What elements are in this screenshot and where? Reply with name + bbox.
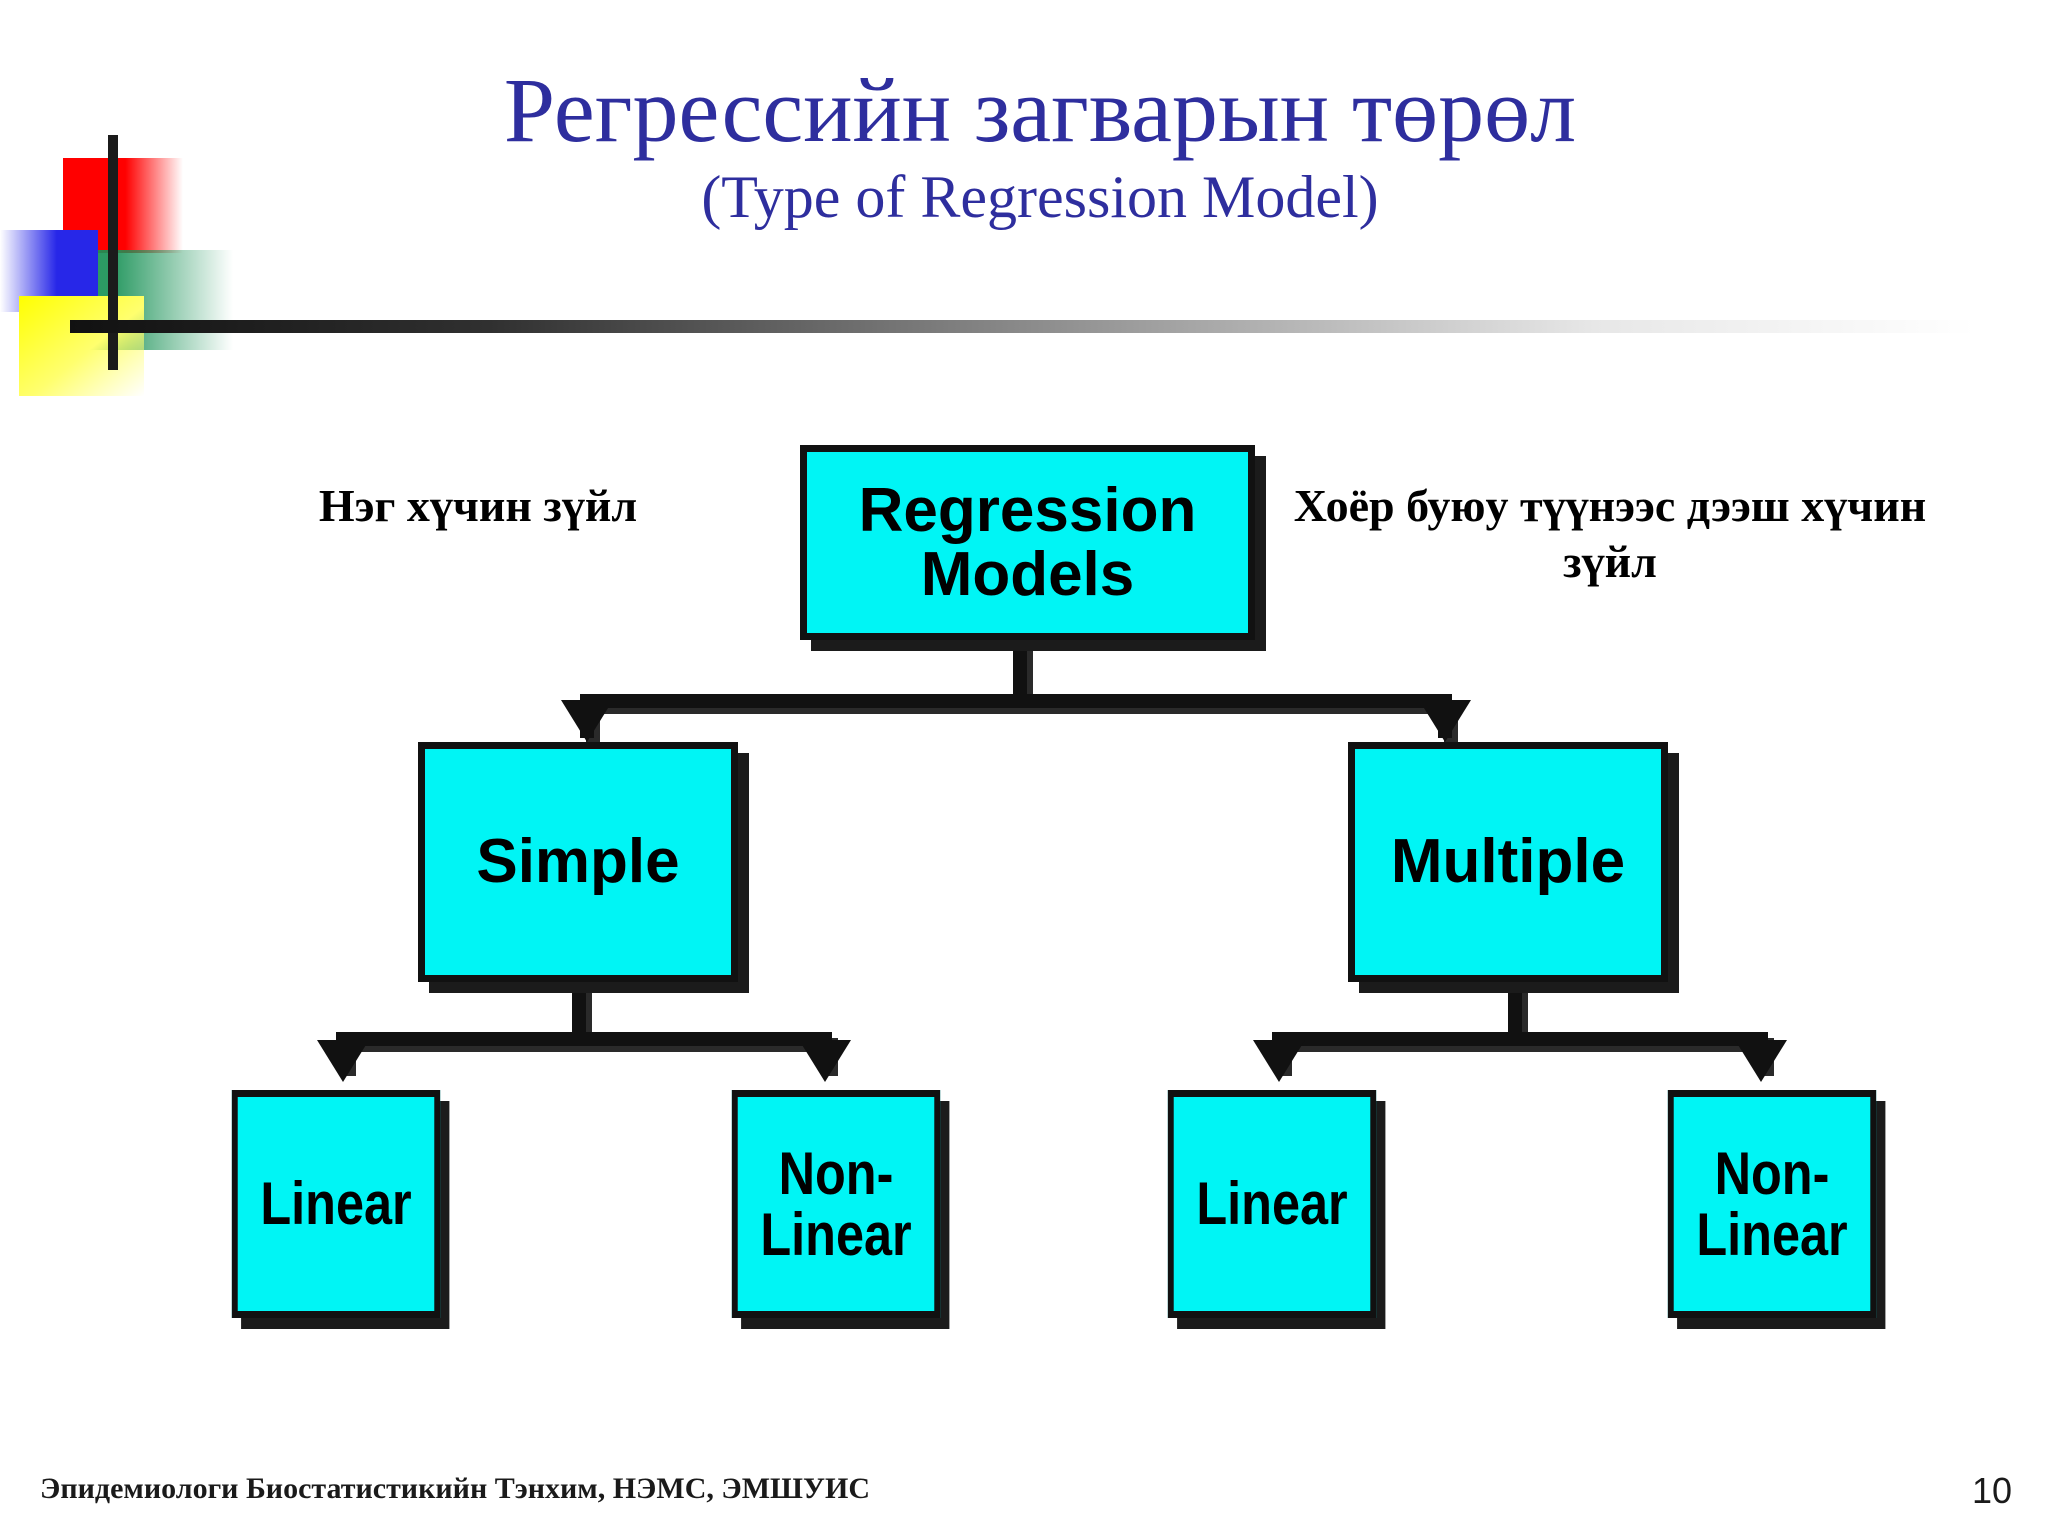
arrow-head-to-multiple-nonlinear (1735, 1040, 1787, 1082)
node-label: Simple (476, 827, 680, 897)
connector-root-stem (1013, 640, 1027, 700)
node-multiple[interactable]: Multiple (1348, 742, 1668, 982)
arrow-head-to-simple-linear (317, 1040, 369, 1082)
node-simple-linear[interactable]: Linear (231, 1090, 441, 1318)
connector-simple-stem (572, 982, 586, 1038)
node-label: Non-Linear (760, 1139, 912, 1268)
node-simple-nonlinear[interactable]: Non-Linear (731, 1090, 941, 1318)
connector-simple-bus (336, 1032, 832, 1046)
arrow-head-to-multiple-linear (1253, 1040, 1305, 1082)
decorative-logo-motif (0, 90, 420, 410)
footer-credit: Эпидемиологи Биостатистикийн Тэнхим, НЭМ… (40, 1472, 870, 1505)
arrow-head-to-multiple (1419, 700, 1471, 742)
node-label: Non-Linear (1696, 1139, 1848, 1268)
node-multiple-nonlinear[interactable]: Non-Linear (1667, 1090, 1877, 1318)
header-divider-rule (70, 320, 1975, 333)
title-block: Регрессийн загварын төрөл (Type of Regre… (170, 59, 1910, 230)
arrow-head-to-simple (561, 700, 613, 742)
connector-multiple-stem (1508, 982, 1522, 1038)
node-label: Linear (260, 1170, 412, 1238)
connector-multiple-bus (1272, 1032, 1768, 1046)
page-title: Регрессийн загварын төрөл (503, 59, 1577, 161)
node-label: Multiple (1390, 827, 1626, 897)
node-label: Linear (1196, 1170, 1348, 1238)
node-simple[interactable]: Simple (418, 742, 738, 982)
page-subtitle: (Type of Regression Model) (701, 163, 1379, 230)
annotation-left: Нэг хүчин зүйл (318, 480, 638, 531)
connector-root-bus (580, 694, 1452, 708)
page-number: 10 (1971, 1470, 2012, 1511)
node-multiple-linear[interactable]: Linear (1167, 1090, 1377, 1318)
annotation-right: Хоёр буюу түүнээс дээш хүчин зүйл (1293, 480, 1927, 588)
vertical-bar-shape (108, 135, 118, 370)
yellow-square-shape (19, 296, 144, 396)
arrow-head-to-simple-nonlinear (799, 1040, 851, 1082)
